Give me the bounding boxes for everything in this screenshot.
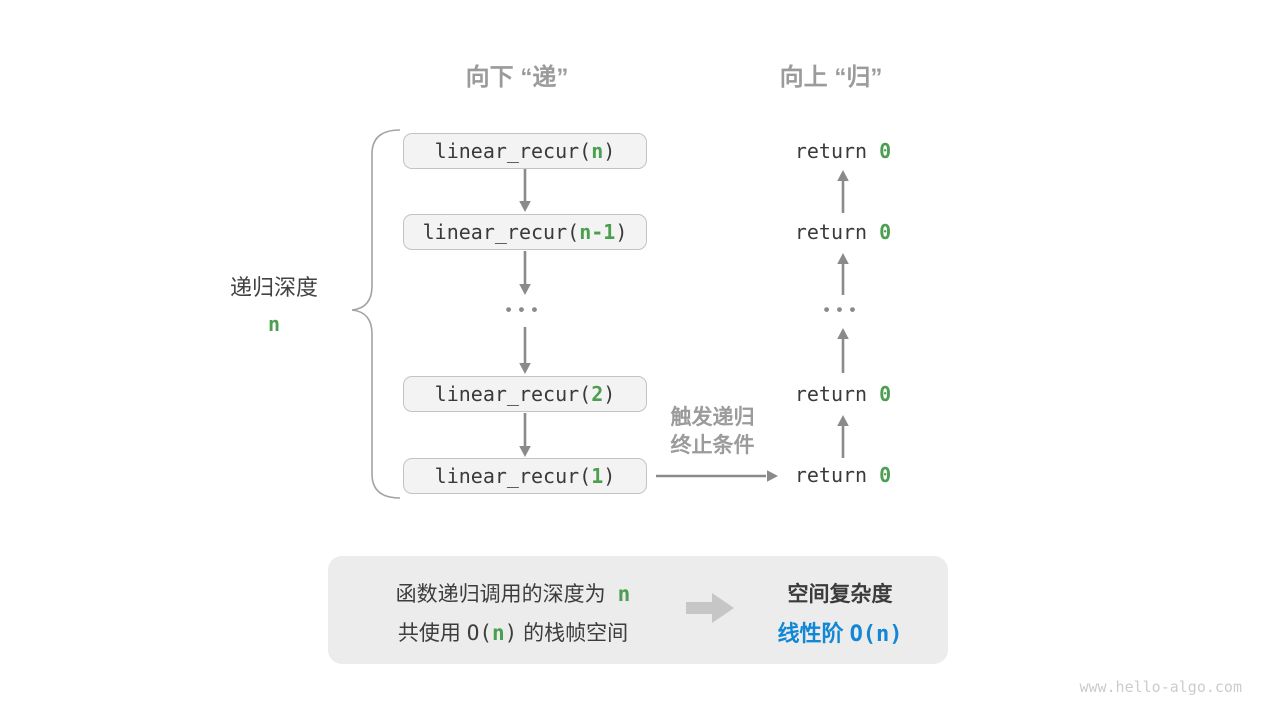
recursion-depth-label: 递归深度 [229, 275, 318, 300]
big-o-formula: ) [504, 621, 518, 645]
recursion-depth-value: n [194, 312, 354, 336]
watermark: www.hello-algo.com [1079, 678, 1242, 696]
return-value: 0 [879, 220, 892, 244]
arrow-down-icon [519, 327, 531, 374]
call-box-2: linear_recur(2) [403, 376, 647, 412]
space-complexity-title: 空间复杂度 [787, 583, 893, 606]
arrow-up-icon [837, 328, 849, 373]
arrow-down-icon [519, 169, 531, 212]
return-value: 0 [879, 463, 892, 487]
return-keyword: return [794, 220, 880, 244]
call-text: linear_recur( [422, 220, 580, 244]
call-text: ) [603, 382, 616, 406]
call-text: linear_recur( [434, 382, 592, 406]
arrow-down-icon [519, 413, 531, 457]
summary-text: 共使用 [397, 622, 467, 645]
curly-brace-icon [351, 129, 401, 499]
summary-depth-value: n [617, 582, 631, 606]
call-box-1: linear_recur(1) [403, 458, 647, 494]
return-statement: return 0 [743, 382, 943, 406]
return-value: 0 [879, 139, 892, 163]
trigger-condition-label: 触发递归 终止条件 [630, 404, 795, 460]
call-text: ) [603, 464, 616, 488]
arrow-up-icon [837, 415, 849, 458]
call-arg: 2 [591, 382, 604, 406]
return-keyword: return [794, 139, 880, 163]
result-formula: O(n) [849, 622, 903, 647]
call-text: ) [603, 139, 616, 163]
space-complexity-result: 线性阶 O(n) [730, 616, 950, 648]
call-arg: n-1 [579, 220, 616, 244]
summary-left-line2: 共使用 O(n) 的栈帧空间 [348, 617, 678, 647]
return-keyword: return [794, 382, 880, 406]
summary-text: 的栈帧空间 [517, 622, 629, 645]
return-statement: return 0 [743, 463, 943, 487]
big-o-n: n [491, 621, 505, 645]
big-o-formula: O( [466, 621, 492, 645]
call-arg: n [591, 139, 604, 163]
depth-n: n [267, 312, 281, 336]
trigger-line1: 触发递归 [670, 406, 755, 429]
arrow-down-icon [519, 251, 531, 295]
result-text: 线性阶 [777, 621, 850, 646]
ellipsis-descend: ••• [505, 300, 545, 319]
call-text: ) [615, 220, 628, 244]
trigger-line2: 终止条件 [670, 434, 755, 457]
call-box-n: linear_recur(n) [403, 133, 647, 169]
header-descend: 向下 “递” [465, 64, 569, 91]
summary-left-line1: 函数递归调用的深度为 n [348, 578, 678, 608]
return-statement: return 0 [743, 220, 943, 244]
arrow-up-icon [837, 170, 849, 213]
return-value: 0 [879, 382, 892, 406]
summary-text: 函数递归调用的深度为 [395, 583, 606, 606]
return-statement: return 0 [743, 139, 943, 163]
call-arg: 1 [591, 464, 604, 488]
arrow-up-icon [837, 253, 849, 295]
return-keyword: return [794, 463, 880, 487]
header-ascend: 向上 “归” [779, 64, 883, 91]
block-arrow-right-icon [686, 593, 734, 623]
call-box-n-1: linear_recur(n-1) [403, 214, 647, 250]
arrow-right-icon [656, 470, 778, 482]
call-text: linear_recur( [434, 464, 592, 488]
ellipsis-ascend: ••• [823, 300, 863, 319]
summary-panel [328, 556, 948, 664]
call-text: linear_recur( [434, 139, 592, 163]
